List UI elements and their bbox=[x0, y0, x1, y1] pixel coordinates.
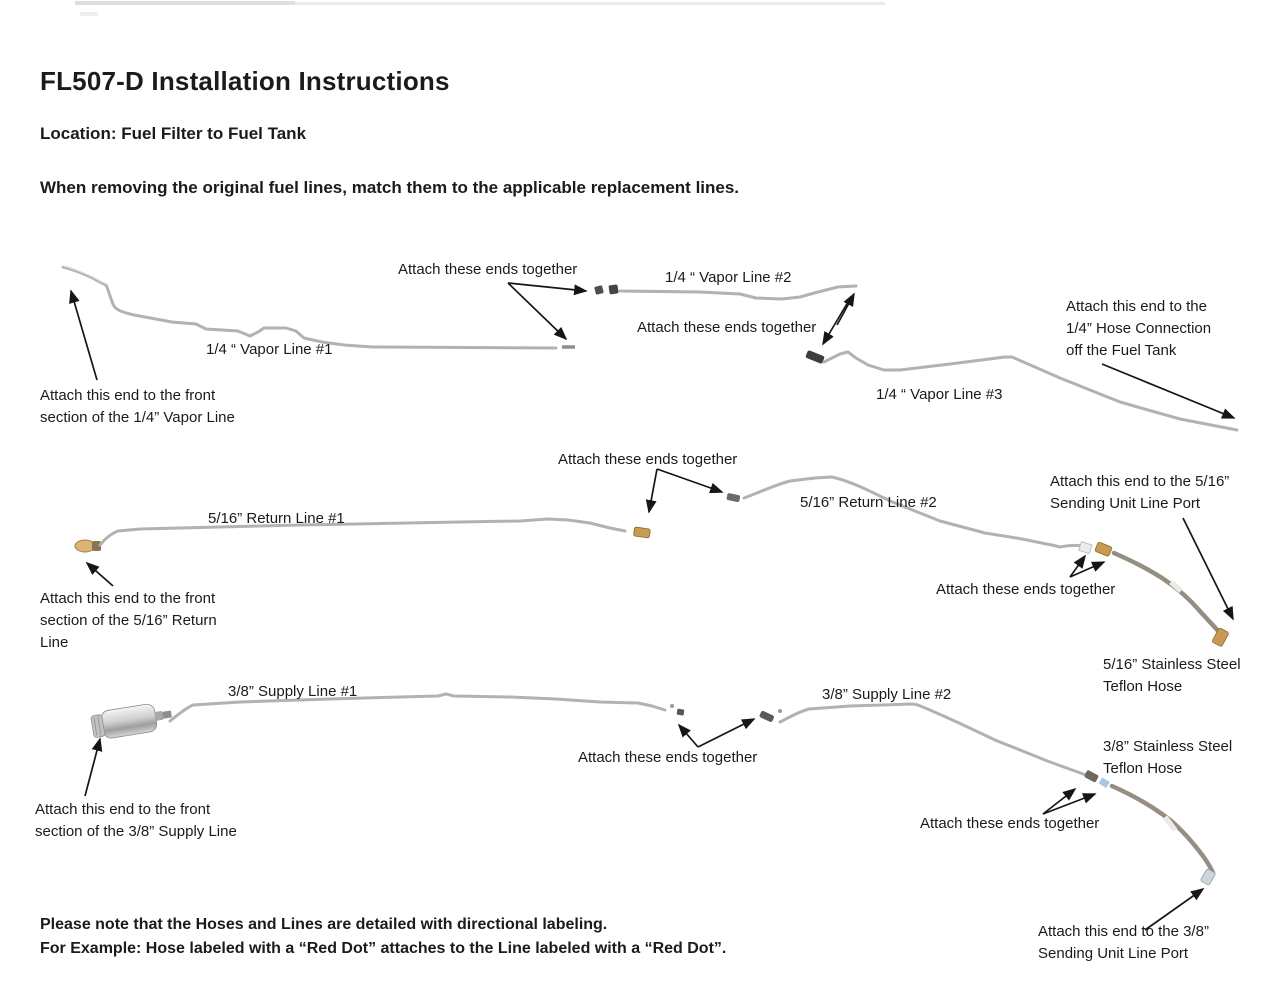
fuel-filter-icon bbox=[90, 703, 172, 739]
vapor-tank-note: Attach this end to the 1/4” Hose Connect… bbox=[1066, 298, 1212, 359]
location-line: Location: Fuel Filter to Fuel Tank bbox=[40, 124, 307, 143]
return-front-note: Attach this end to the front section of … bbox=[40, 590, 217, 651]
supply-front-note: Attach this end to the front section of … bbox=[35, 801, 237, 840]
vapor-line-1-label: 1/4 “ Vapor Line #1 bbox=[206, 341, 333, 358]
vapor-line-1-art bbox=[61, 265, 575, 350]
supply-sending-note: Attach this end to the 3/8” Sending Unit… bbox=[1038, 923, 1209, 962]
scan-artifact bbox=[75, 1, 885, 16]
return-line-2-label: 5/16” Return Line #2 bbox=[800, 494, 937, 511]
vapor-attach-note-left: Attach these ends together bbox=[398, 261, 578, 278]
return-attach-note-right: Attach these ends together bbox=[936, 581, 1116, 598]
page-title: FL507-D Installation Instructions bbox=[40, 66, 450, 96]
supply-line-1-art bbox=[168, 692, 685, 723]
vapor-line-2-label: 1/4 “ Vapor Line #2 bbox=[665, 269, 792, 286]
supply-line-2-label: 3/8” Supply Line #2 bbox=[822, 686, 952, 703]
return-line-1-art bbox=[74, 517, 651, 553]
supply-line-2-art bbox=[759, 702, 1088, 777]
return-sending-note: Attach this end to the 5/16” Sending Uni… bbox=[1050, 473, 1230, 512]
vapor-attach-note-right: Attach these ends together bbox=[637, 319, 817, 336]
return-hose-art bbox=[1078, 541, 1229, 647]
supply-hose-label: 3/8” Stainless Steel Teflon Hose bbox=[1103, 738, 1233, 777]
return-hose-label: 5/16” Stainless Steel Teflon Hose bbox=[1103, 656, 1241, 695]
supply-line-1-label: 3/8” Supply Line #1 bbox=[228, 683, 358, 700]
supply-attach-note-right: Attach these ends together bbox=[920, 815, 1100, 832]
intro-line: When removing the original fuel lines, m… bbox=[40, 178, 740, 197]
return-line-1-label: 5/16” Return Line #1 bbox=[208, 510, 345, 527]
vapor-line-2-art bbox=[594, 284, 858, 301]
vapor-front-note: Attach this end to the front section of … bbox=[40, 387, 235, 426]
return-line-2-art bbox=[726, 475, 1086, 549]
return-attach-note-left: Attach these ends together bbox=[558, 451, 738, 468]
vapor-line-3-art bbox=[805, 350, 1239, 432]
supply-hose-art bbox=[1084, 770, 1216, 886]
annotation-arrows bbox=[69, 282, 1236, 931]
vapor-line-3-label: 1/4 “ Vapor Line #3 bbox=[876, 386, 1003, 403]
directional-labeling-note: Please note that the Hoses and Lines are… bbox=[40, 916, 727, 957]
supply-attach-note-left: Attach these ends together bbox=[578, 749, 758, 766]
